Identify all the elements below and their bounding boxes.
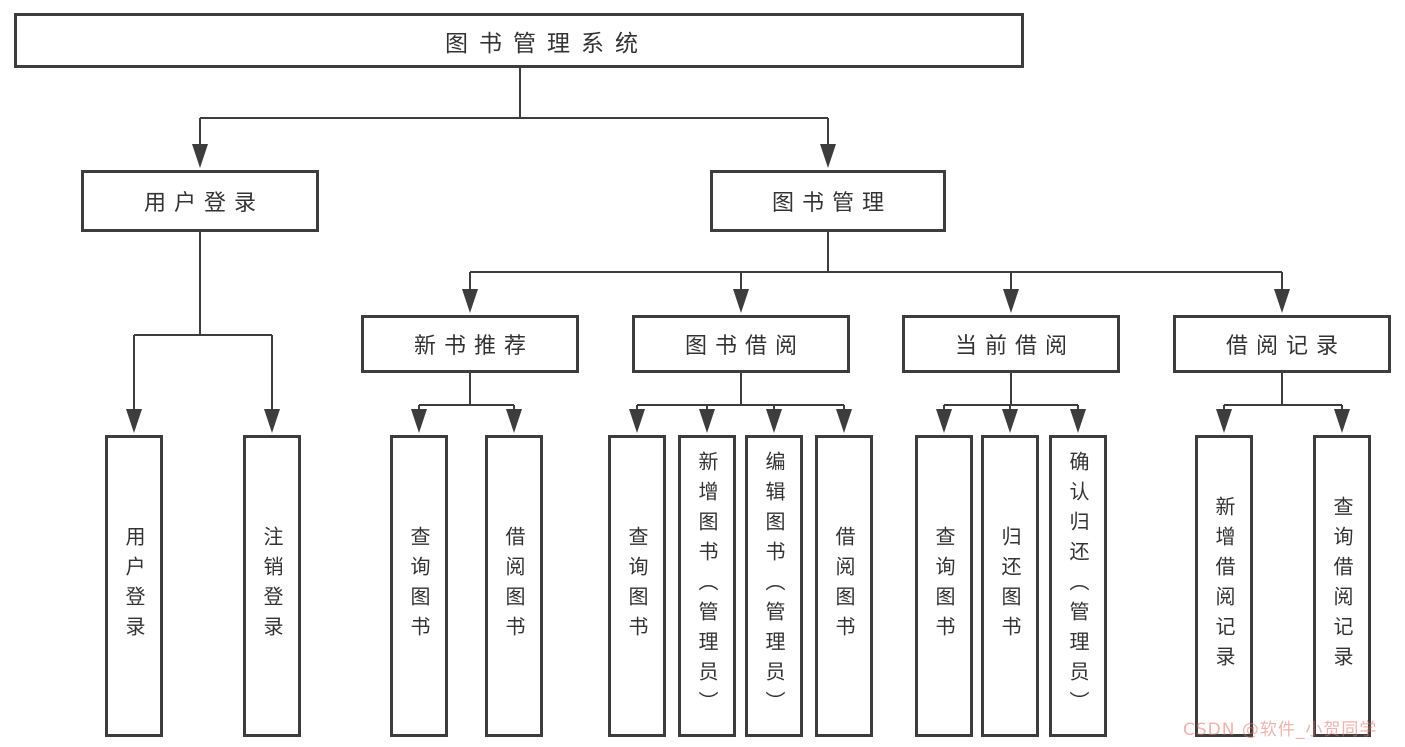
leaf-bb-query-book: 查询图书 bbox=[608, 435, 666, 737]
leaf-cb-confirm-return-admin-label: 确认归还（管理员） bbox=[1066, 451, 1090, 721]
node-root-label: 图书管理系统 bbox=[445, 30, 649, 57]
node-book-borrow-label: 图书借阅 bbox=[684, 334, 805, 359]
node-book-management: 图书管理 bbox=[710, 170, 946, 232]
leaf-bb-add-book-admin-label: 新增图书（管理员） bbox=[695, 451, 719, 721]
leaf-cb-return-book-label: 归还图书 bbox=[998, 526, 1022, 646]
leaf-cb-query-book: 查询图书 bbox=[915, 435, 973, 737]
leaf-bb-borrow-book-label: 借阅图书 bbox=[832, 526, 856, 646]
leaf-bb-query-book-label: 查询图书 bbox=[625, 526, 649, 646]
connector-segments bbox=[133, 68, 1343, 412]
leaf-nb-query-book: 查询图书 bbox=[390, 435, 448, 737]
node-borrow-records: 借阅记录 bbox=[1173, 315, 1391, 373]
node-book-management-label: 图书管理 bbox=[771, 191, 892, 216]
node-new-book-recommend-label: 新书推荐 bbox=[413, 334, 534, 359]
leaf-br-query-record-label: 查询借阅记录 bbox=[1330, 496, 1354, 676]
leaf-bb-edit-book-admin: 编辑图书（管理员） bbox=[745, 435, 803, 737]
leaf-br-query-record: 查询借阅记录 bbox=[1313, 435, 1371, 737]
node-book-borrow: 图书借阅 bbox=[632, 315, 850, 373]
leaf-nb-query-book-label: 查询图书 bbox=[407, 526, 431, 646]
leaf-br-add-record-label: 新增借阅记录 bbox=[1212, 496, 1236, 676]
leaf-bb-edit-book-admin-label: 编辑图书（管理员） bbox=[762, 451, 786, 721]
node-current-borrow-label: 当前借阅 bbox=[954, 334, 1075, 359]
node-user-login-label: 用户登录 bbox=[143, 191, 264, 216]
leaf-user-login-label: 用户登录 bbox=[122, 526, 146, 646]
node-root: 图书管理系统 bbox=[14, 13, 1024, 68]
node-borrow-records-label: 借阅记录 bbox=[1225, 334, 1346, 359]
leaf-cb-query-book-label: 查询图书 bbox=[932, 526, 956, 646]
leaf-cb-return-book: 归还图书 bbox=[981, 435, 1039, 737]
leaf-logout: 注销登录 bbox=[243, 435, 301, 737]
leaf-logout-label: 注销登录 bbox=[260, 526, 284, 646]
node-user-login: 用户登录 bbox=[81, 170, 319, 232]
node-new-book-recommend: 新书推荐 bbox=[361, 315, 579, 373]
leaf-user-login: 用户登录 bbox=[105, 435, 163, 737]
leaf-bb-add-book-admin: 新增图书（管理员） bbox=[678, 435, 736, 737]
leaf-nb-borrow-book-label: 借阅图书 bbox=[502, 526, 526, 646]
leaf-nb-borrow-book: 借阅图书 bbox=[485, 435, 543, 737]
leaf-cb-confirm-return-admin: 确认归还（管理员） bbox=[1049, 435, 1107, 737]
leaf-br-add-record: 新增借阅记录 bbox=[1195, 435, 1253, 737]
leaf-bb-borrow-book: 借阅图书 bbox=[815, 435, 873, 737]
node-current-borrow: 当前借阅 bbox=[902, 315, 1120, 373]
